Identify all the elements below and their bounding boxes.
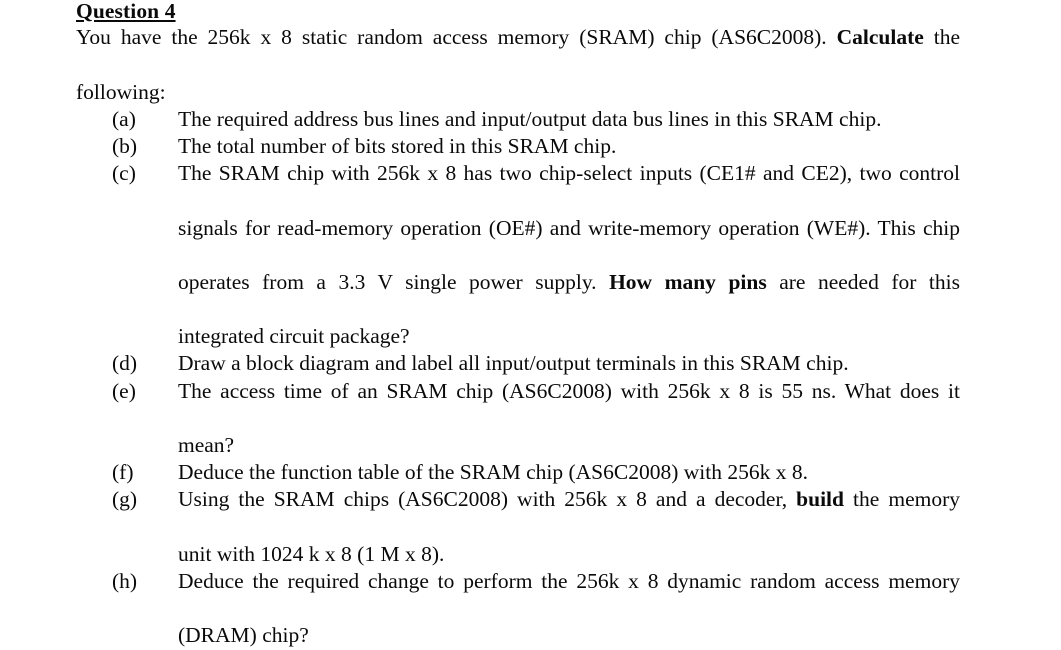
- question-block: Question 4 You have the 256k x 8 static …: [76, 0, 960, 650]
- item-g-line-1: Using the SRAM chips (AS6C2008) with 256…: [178, 486, 960, 540]
- item-body-a: The required address bus lines and input…: [178, 106, 960, 133]
- document-page: Question 4 You have the 256k x 8 static …: [76, 0, 960, 647]
- item-c-text-before-bold: operates from a 3.3 V single power suppl…: [178, 269, 610, 294]
- item-c-line-3: operates from a 3.3 V single power suppl…: [178, 269, 960, 323]
- item-label-g: (g): [112, 487, 138, 512]
- page-title: Question 4: [76, 0, 176, 23]
- item-label-b: (b): [112, 133, 138, 158]
- item-body-c: The SRAM chip with 256k x 8 has two chip…: [178, 160, 960, 350]
- item-label-c: (c): [112, 161, 136, 186]
- item-d-line-1: Draw a block diagram and label all input…: [178, 351, 849, 376]
- sub-question-list: (a) The required address bus lines and i…: [76, 106, 960, 650]
- item-label-h: (h): [112, 568, 138, 593]
- intro-bold-calculate: Calculate: [836, 25, 924, 50]
- item-label-d: (d): [112, 351, 138, 376]
- item-b-line-1: The total number of bits stored in this …: [178, 133, 617, 158]
- item-c-line-4: integrated circuit package?: [178, 324, 410, 349]
- item-body-g: Using the SRAM chips (AS6C2008) with 256…: [178, 486, 960, 568]
- item-c-line-1: The SRAM chip with 256k x 8 has two chip…: [178, 161, 960, 186]
- item-g-text-before-bold: Using the SRAM chips (AS6C2008) with 256…: [178, 487, 797, 512]
- intro-line-1: You have the 256k x 8 static random acce…: [76, 24, 960, 78]
- item-body-h: Deduce the required change to perform th…: [178, 568, 960, 650]
- item-h-line-1: Deduce the required change to perform th…: [178, 568, 960, 593]
- item-label-a: (a): [112, 106, 136, 131]
- item-label-e: (e): [112, 378, 136, 403]
- item-g-line-2: unit with 1024 k x 8 (1 M x 8).: [178, 541, 445, 566]
- list-item-a: (a) The required address bus lines and i…: [112, 106, 960, 133]
- item-body-b: The total number of bits stored in this …: [178, 133, 960, 160]
- question-heading-row: Question 4: [76, 0, 960, 24]
- intro-text-after-bold: the: [923, 25, 960, 50]
- item-c-line-2: signals for read-memory operation (OE#) …: [178, 215, 960, 240]
- list-item-f: (f) Deduce the function table of the SRA…: [112, 459, 960, 486]
- list-item-d: (d) Draw a block diagram and label all i…: [112, 350, 960, 377]
- list-item-h: (h) Deduce the required change to perfor…: [112, 568, 960, 650]
- item-c-bold-how-many-pins: How many pins: [609, 269, 767, 294]
- item-e-line-1: The access time of an SRAM chip (AS6C200…: [178, 378, 960, 403]
- item-body-d: Draw a block diagram and label all input…: [178, 350, 960, 377]
- item-g-text-after-bold: the memory: [844, 487, 960, 512]
- intro-text-before-bold: You have the 256k x 8 static random acce…: [76, 25, 837, 50]
- question-intro: You have the 256k x 8 static random acce…: [76, 24, 960, 106]
- item-c-text-after-bold: are needed for this: [766, 269, 960, 294]
- item-g-bold-build: build: [796, 487, 844, 512]
- list-item-e: (e) The access time of an SRAM chip (AS6…: [112, 378, 960, 460]
- item-e-line-2: mean?: [178, 433, 235, 458]
- item-f-line-1: Deduce the function table of the SRAM ch…: [178, 460, 808, 485]
- list-item-c: (c) The SRAM chip with 256k x 8 has two …: [112, 160, 960, 350]
- item-body-f: Deduce the function table of the SRAM ch…: [178, 459, 960, 486]
- item-a-line-1: The required address bus lines and input…: [178, 106, 882, 131]
- list-item-b: (b) The total number of bits stored in t…: [112, 133, 960, 160]
- item-h-line-2: (DRAM) chip?: [178, 623, 309, 648]
- item-body-e: The access time of an SRAM chip (AS6C200…: [178, 378, 960, 460]
- list-item-g: (g) Using the SRAM chips (AS6C2008) with…: [112, 486, 960, 568]
- intro-line-2: following:: [76, 79, 166, 104]
- item-label-f: (f): [112, 460, 134, 485]
